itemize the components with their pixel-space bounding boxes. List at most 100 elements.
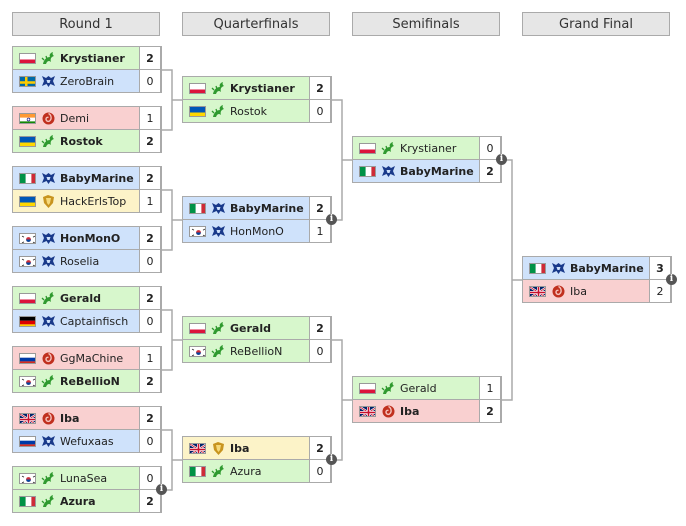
player-row[interactable]: ReBellioN 2 <box>12 369 162 393</box>
race-zerg-red-icon <box>41 411 56 426</box>
player-name[interactable]: Gerald <box>60 292 101 305</box>
player-name[interactable]: Iba <box>570 285 587 298</box>
match-info-icon[interactable]: i <box>156 484 167 495</box>
flag-ua-icon <box>19 136 36 147</box>
connector-line <box>162 69 182 131</box>
player-score: 2 <box>139 46 161 70</box>
player-name[interactable]: Iba <box>60 412 80 425</box>
player-name[interactable]: Demi <box>60 112 90 125</box>
player-name[interactable]: LunaSea <box>60 472 108 485</box>
race-protoss-icon <box>41 194 56 209</box>
player-name[interactable]: GgMaChine <box>60 352 124 365</box>
match-info-icon[interactable]: i <box>496 154 507 165</box>
player-name[interactable]: Iba <box>400 405 420 418</box>
player-score: 2 <box>139 286 161 310</box>
connector-line <box>162 309 182 371</box>
flag-kr-icon <box>19 256 36 267</box>
player-name[interactable]: Krystianer <box>400 142 457 155</box>
match-info-icon[interactable]: i <box>326 454 337 465</box>
player-score: 2 <box>309 436 331 460</box>
player-name[interactable]: Iba <box>230 442 250 455</box>
race-terran-icon <box>41 434 56 449</box>
player-score: 1 <box>139 346 161 370</box>
player-score: 0 <box>309 99 331 123</box>
player-row[interactable]: GgMaChine 1 <box>12 346 162 370</box>
player-score: 2 <box>309 76 331 100</box>
player-name[interactable]: Captainfisch <box>60 315 129 328</box>
player-name[interactable]: Rostok <box>230 105 268 118</box>
player-name[interactable]: Gerald <box>230 322 271 335</box>
player-name[interactable]: Wefuxaas <box>60 435 114 448</box>
player-row[interactable]: Rostok 0 <box>182 99 332 123</box>
match-info-icon[interactable]: i <box>666 274 677 285</box>
player-name[interactable]: Azura <box>60 495 96 508</box>
player-row[interactable]: Krystianer 2 <box>12 46 162 70</box>
player-name[interactable]: Gerald <box>400 382 437 395</box>
player-name[interactable]: HonMonO <box>60 232 121 245</box>
player-name[interactable]: Rostok <box>60 135 103 148</box>
player-row[interactable]: Iba 2 <box>182 436 332 460</box>
match-info-icon[interactable]: i <box>326 214 337 225</box>
player-name[interactable]: ReBellioN <box>60 375 120 388</box>
player-name[interactable]: HonMonO <box>230 225 284 238</box>
player-row[interactable]: Krystianer 2 <box>182 76 332 100</box>
player-name[interactable]: BabyMarine <box>230 202 304 215</box>
flag-ru-icon <box>19 436 36 447</box>
player-name[interactable]: ReBellioN <box>230 345 283 358</box>
player-row[interactable]: ZeroBrain 0 <box>12 69 162 93</box>
player-name[interactable]: Roselia <box>60 255 100 268</box>
player-name[interactable]: Krystianer <box>60 52 125 65</box>
player-score: 0 <box>139 69 161 93</box>
race-terran-icon <box>41 171 56 186</box>
player-name[interactable]: Azura <box>230 465 262 478</box>
player-row[interactable]: Gerald 2 <box>12 286 162 310</box>
player-name[interactable]: Krystianer <box>230 82 295 95</box>
player-name[interactable]: HackErlsTop <box>60 195 127 208</box>
player-name[interactable]: ZeroBrain <box>60 75 115 88</box>
player-name[interactable]: BabyMarine <box>60 172 134 185</box>
player-score: 2 <box>139 369 161 393</box>
flag-gb-icon <box>189 443 206 454</box>
player-name[interactable]: BabyMarine <box>570 262 644 275</box>
flag-in-icon <box>19 113 36 124</box>
race-zerg-green-icon <box>211 321 226 336</box>
player-name[interactable]: BabyMarine <box>400 165 474 178</box>
